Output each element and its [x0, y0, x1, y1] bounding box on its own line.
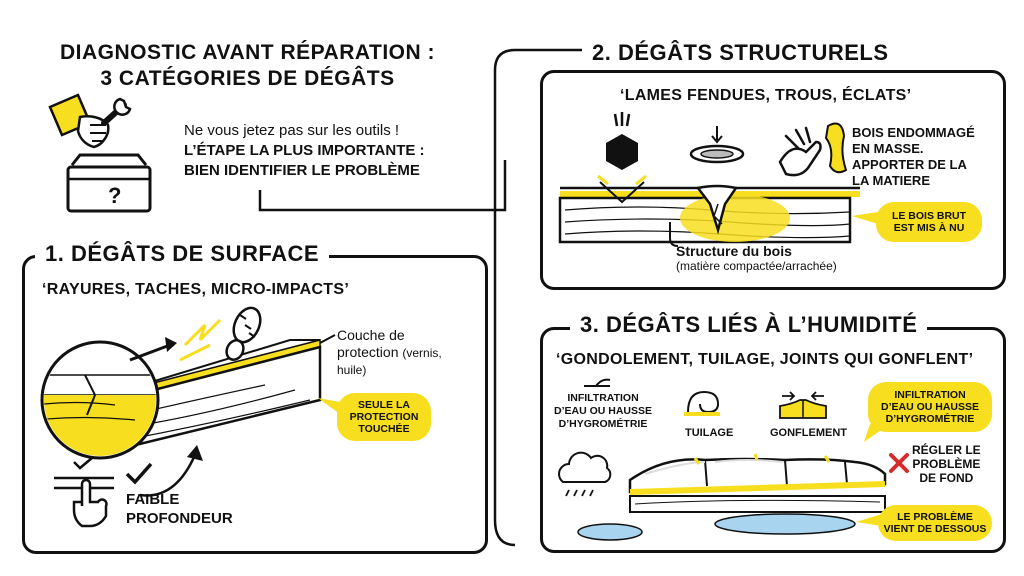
surface-subtitle: ‘RAYURES, TACHES, MICRO-IMPACTS’: [42, 281, 350, 298]
surface-bubble-line1: SEULE LA: [358, 399, 410, 411]
layer-label-line3: huile): [337, 363, 367, 377]
page-title: DIAGNOSTIC AVANT RÉPARATION : 3 CATÉGORI…: [20, 40, 475, 92]
infiltration-line2: D’EAU OU HAUSSE: [553, 405, 652, 417]
humidity-bottom-tail: [856, 514, 882, 526]
page-title-line1: DIAGNOSTIC AVANT RÉPARATION :: [60, 41, 435, 64]
depth-label-line1: FAIBLE: [126, 491, 180, 508]
structural-heading: 2. DÉGÂTS STRUCTURELS: [582, 40, 899, 66]
structural-note-line3: APPORTER DE LA: [852, 157, 967, 172]
humidity-top-line1: INFILTRATION: [894, 389, 966, 401]
structural-note: BOIS ENDOMMAGÉ EN MASSE. APPORTER DE LA …: [852, 125, 975, 189]
swelling-icon: [779, 391, 827, 419]
humidity-bottom-line1: LE PROBLÈME: [897, 511, 973, 523]
tuilage-label: TUILAGE: [685, 427, 734, 439]
layer-label: Couche de protection (vernis, huile): [337, 327, 457, 379]
surface-callout-bubble: SEULE LA PROTECTION TOUCHÉE: [337, 393, 431, 441]
structural-panel: [540, 70, 1006, 290]
fix-line1: RÉGLER LE: [912, 443, 981, 457]
structural-subtitle: ‘LAMES FENDUES, TROUS, ÉCLATS’: [620, 87, 912, 104]
humidity-callout-bottom: LE PROBLÈME VIENT DE DESSOUS: [878, 505, 992, 541]
infiltration-line3: D’HYGROMÉTRIE: [558, 418, 648, 430]
surface-bubble-tail: [318, 398, 340, 414]
depth-label: FAIBLE PROFONDEUR: [126, 490, 233, 528]
humidity-top-line2: D’EAU OU HAUSSE: [880, 401, 979, 413]
hand-pointer-icon: [54, 457, 114, 528]
fix-label: RÉGLER LE PROBLÈME DE FOND: [912, 443, 981, 485]
wood-structure-title: Structure du bois: [676, 243, 792, 259]
intro-line1: Ne vous jetez pas sur les outils !: [184, 122, 400, 139]
layer-label-line2a: protection: [337, 344, 399, 360]
surface-heading: 1. DÉGÂTS DE SURFACE: [35, 241, 330, 267]
structural-bubble-line1: LE BOIS BRUT: [891, 210, 967, 222]
fix-line2: PROBLÈME: [912, 457, 981, 471]
structural-callout-bubble: LE BOIS BRUT EST MIS À NU: [876, 202, 982, 242]
toolbox-question-mark: ?: [108, 183, 122, 208]
page-title-line2: 3 CATÉGORIES DE DÉGÂTS: [100, 67, 395, 90]
humidity-heading: 3. DÉGÂTS LIÉS À L’HUMIDITÉ: [570, 312, 928, 338]
layer-label-line1: Couche de: [337, 327, 405, 343]
structural-illustration: [558, 112, 860, 247]
structural-note-line4: LA MATIERE: [852, 173, 930, 188]
structural-note-line2: EN MASSE.: [852, 141, 924, 156]
surface-bubble-line2: PROTECTION: [349, 411, 419, 423]
wood-structure-label: Structure du bois (matière compactée/arr…: [676, 243, 837, 274]
structural-bubble-line2: EST MIS À NU: [893, 222, 965, 234]
humidity-bottom-line2: VIENT DE DESSOUS: [883, 523, 987, 535]
humidity-callout-top: INFILTRATION D’EAU OU HAUSSE D’HYGROMÉTR…: [868, 382, 992, 432]
infiltration-label: INFILTRATION D’EAU OU HAUSSE D’HYGROMÉTR…: [548, 392, 658, 431]
humidity-subtitle: ‘GONDOLEMENT, TUILAGE, JOINTS QUI GONFLE…: [556, 351, 974, 368]
humidity-top-tail: [864, 424, 884, 442]
toolbox-icon: [48, 93, 152, 213]
infiltration-line1: INFILTRATION: [567, 392, 639, 404]
check-icon: [125, 462, 153, 485]
structural-note-line1: BOIS ENDOMMAGÉ: [852, 125, 975, 140]
surface-floor-illustration: [40, 306, 336, 497]
layer-label-line2b: (vernis,: [402, 346, 442, 360]
intro-text: Ne vous jetez pas sur les outils ! L’ÉTA…: [184, 121, 464, 181]
humidity-floor-illustration: [558, 451, 887, 541]
wood-structure-sub: (matière compactée/arrachée): [676, 259, 837, 273]
surface-bubble-line3: TOUCHÉE: [358, 423, 410, 435]
humidity-top-line3: D’HYGROMÉTRIE: [885, 413, 975, 425]
intro-line3: BIEN IDENTIFIER LE PROBLÈME: [184, 162, 420, 179]
cupping-icon: [684, 390, 720, 416]
depth-label-line2: PROFONDEUR: [126, 510, 233, 527]
intro-line2: L’ÉTAPE LA PLUS IMPORTANTE :: [184, 142, 425, 159]
cross-icon: [889, 453, 909, 473]
gonflement-label: GONFLEMENT: [770, 427, 847, 439]
structural-bubble-tail: [852, 212, 878, 224]
moisture-arrow-icon: [584, 378, 611, 387]
fix-line3: DE FOND: [919, 471, 974, 485]
